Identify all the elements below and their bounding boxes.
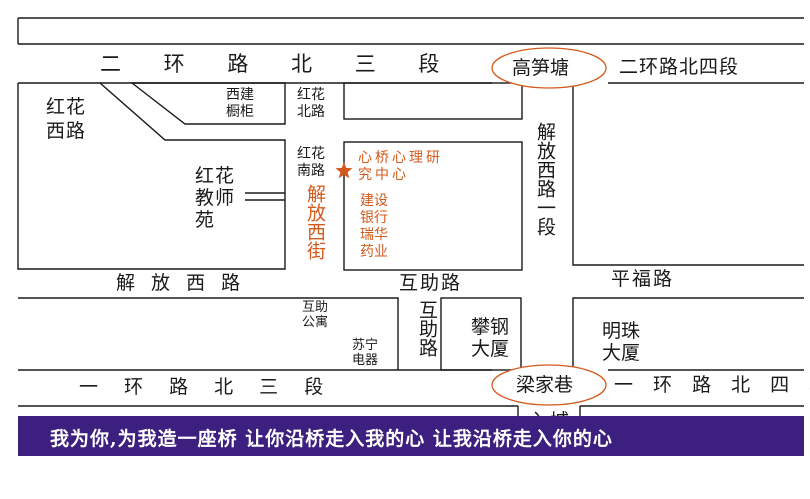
road-label-ping-fu-lu: 平福路 [611, 268, 675, 290]
block-target [343, 141, 523, 271]
road-label-jie-fang-xi-lu: 解 放 西 路 [116, 272, 246, 294]
road-label-gao-sun-tang: 高笋塘 [512, 57, 570, 79]
block-hong-hua-jiao-shi-yuan [17, 82, 286, 270]
road-label-hong-hua-xi-lu: 红花西路 [46, 96, 87, 142]
block-north [343, 82, 523, 120]
road-label-liang-jia-xiang: 梁家巷 [516, 374, 574, 396]
place-label-pan-gang-da-sha: 攀钢大厦 [471, 316, 510, 360]
road-label-er-huan-north-4: 二环路北四段 [619, 56, 740, 78]
road-label-hu-zhu-lu: 互助路 [399, 272, 463, 294]
block-xi-jian-chu-gui [129, 82, 286, 125]
place-label-hong-hua-jiao-shi-yuan: 红花教师苑 [195, 165, 236, 231]
road-label-yi-huan-north-4: 一 环 路 北 四 段 [614, 374, 810, 396]
block-pan-gang [440, 297, 522, 371]
road-label-hu-zhu-lu-vertical: 互助路 [416, 300, 438, 357]
landmark-oval-liang-jia-xiang [491, 364, 607, 406]
place-label-target-center: 心桥心理研究中心 [358, 150, 443, 183]
place-label-ming-zhu-da-sha: 明珠大厦 [602, 320, 641, 364]
landmark-oval-gao-sun-tang [491, 47, 607, 89]
road-label-er-huan-north-3: 二 环 路 北 三 段 [100, 52, 458, 76]
slogan-banner [18, 416, 804, 456]
road-label-hong-hua-nan-lu: 红花南路 [297, 146, 325, 179]
road-label-jie-fang-xi-lu-yi-duan: 解放西路一段 [534, 122, 556, 236]
block-ming-zhu [572, 297, 804, 370]
place-label-construction-bank: 建设银行瑞华药业 [360, 193, 388, 260]
slogan-text: 我为你,为我造一座桥 让你沿桥走入我的心 让我沿桥走入你的心 [50, 428, 613, 450]
block-east [572, 83, 804, 266]
location-star-icon [335, 162, 353, 179]
place-label-hu-zhu-gong-yu: 互助公寓 [302, 300, 329, 330]
place-label-suning: 苏宁电器 [352, 338, 379, 368]
place-label-xi-jian-chu-gui: 西建橱柜 [226, 87, 254, 120]
road-label-hong-hua-bei-lu: 红花北路 [297, 87, 325, 120]
road-label-yi-huan-north-3: 一 环 路 北 三 段 [79, 376, 334, 398]
road-label-jie-fang-xi-jie: 解放西街 [304, 184, 326, 260]
block-south-west [18, 297, 399, 370]
